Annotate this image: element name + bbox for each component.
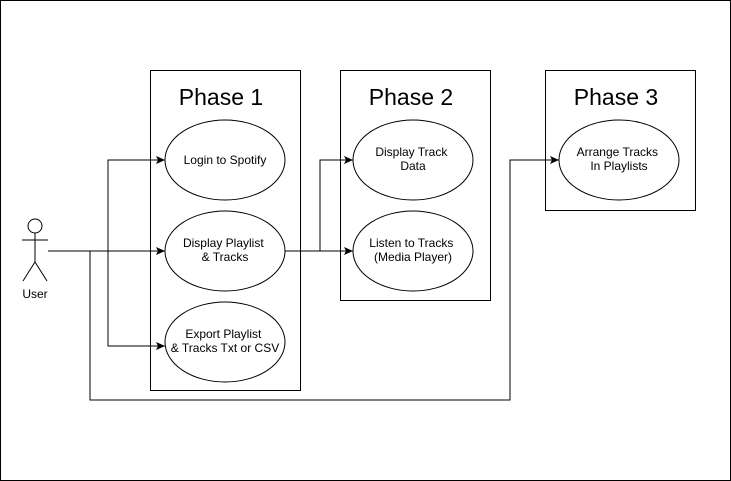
phase-3-title: Phase 3 bbox=[574, 84, 658, 110]
use-case-display-playlist[interactable]: Display Playlist & Tracks bbox=[164, 210, 286, 292]
use-case-export-playlist-label: Export Playlist & Tracks Txt or CSV bbox=[171, 327, 279, 355]
use-case-arrange-tracks[interactable]: Arrange Tracks In Playlists bbox=[558, 119, 680, 201]
use-case-export-playlist[interactable]: Export Playlist & Tracks Txt or CSV bbox=[164, 301, 286, 383]
use-case-login-label: Login to Spotify bbox=[184, 153, 267, 167]
use-case-display-track-data[interactable]: Display Track Data bbox=[352, 119, 474, 201]
use-case-login[interactable]: Login to Spotify bbox=[164, 119, 286, 201]
actor-label: User bbox=[22, 287, 47, 301]
use-case-listen-tracks[interactable]: Listen to Tracks (Media Player) bbox=[352, 210, 474, 292]
use-case-listen-tracks-label: Listen to Tracks (Media Player) bbox=[369, 236, 456, 264]
actor-user[interactable]: User bbox=[22, 218, 48, 301]
connectors bbox=[48, 156, 559, 401]
phase-2-title: Phase 2 bbox=[369, 84, 453, 110]
stick-figure-icon bbox=[22, 218, 48, 282]
connector-user-to-arrange bbox=[89, 156, 559, 401]
use-case-display-track-data-label: Display Track Data bbox=[375, 145, 450, 173]
connector-user-to-export bbox=[107, 251, 165, 350]
phase-1-title: Phase 1 bbox=[179, 84, 263, 110]
use-case-arrange-tracks-label: Arrange Tracks In Playlists bbox=[577, 145, 662, 173]
use-case-display-playlist-label: Display Playlist & Tracks bbox=[183, 236, 267, 264]
